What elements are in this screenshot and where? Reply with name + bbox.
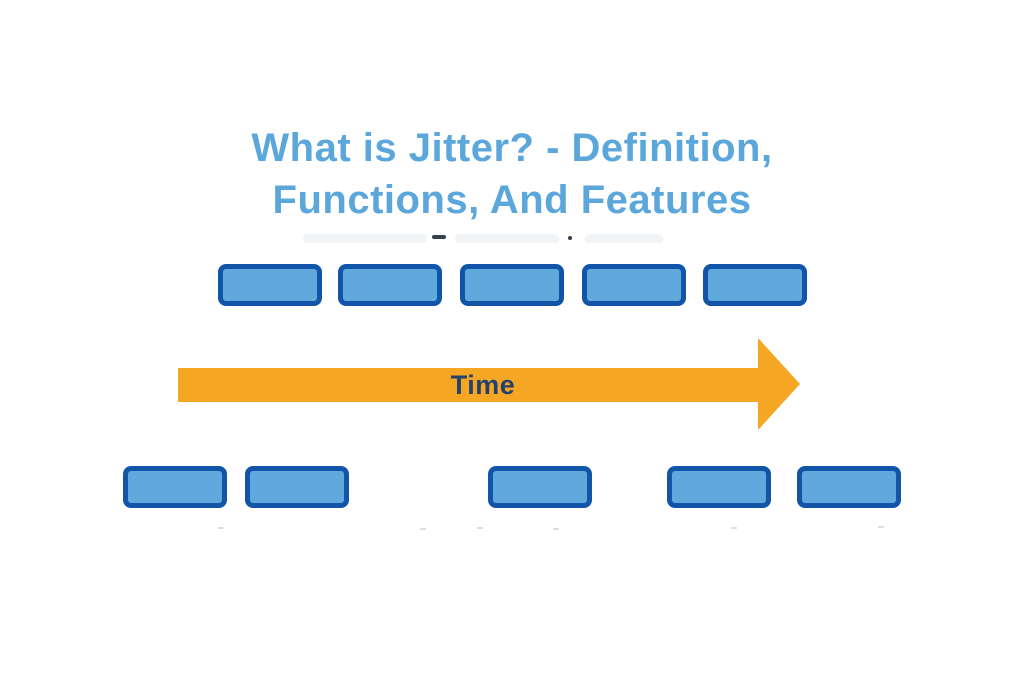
packet xyxy=(582,264,686,306)
packet xyxy=(245,466,349,508)
packet xyxy=(667,466,771,508)
packet xyxy=(123,466,227,508)
packet xyxy=(797,466,901,508)
page-title-line1: What is Jitter? - Definition, xyxy=(251,126,773,170)
packet xyxy=(703,264,807,306)
faded-speck xyxy=(731,527,737,529)
packet xyxy=(460,264,564,306)
time-arrow-head-icon xyxy=(758,338,800,430)
faded-speck xyxy=(218,527,224,529)
faded-text-ghost xyxy=(455,234,559,243)
time-arrow-label: Time xyxy=(450,370,516,400)
page-title-line2: Functions, And Features xyxy=(272,178,752,222)
faded-dot-mark xyxy=(568,236,572,240)
faded-text-ghost xyxy=(585,234,663,243)
faded-text-ghost xyxy=(303,234,427,243)
time-arrow-shaft xyxy=(178,368,758,402)
faded-speck xyxy=(420,528,426,530)
packet xyxy=(338,264,442,306)
faded-speck xyxy=(553,528,559,530)
faded-speck xyxy=(878,526,884,528)
page-title: What is Jitter? - Definition, Functions,… xyxy=(0,122,1024,226)
packet xyxy=(218,264,322,306)
faded-dash-mark xyxy=(432,235,446,239)
packet xyxy=(488,466,592,508)
faded-speck xyxy=(477,527,483,529)
